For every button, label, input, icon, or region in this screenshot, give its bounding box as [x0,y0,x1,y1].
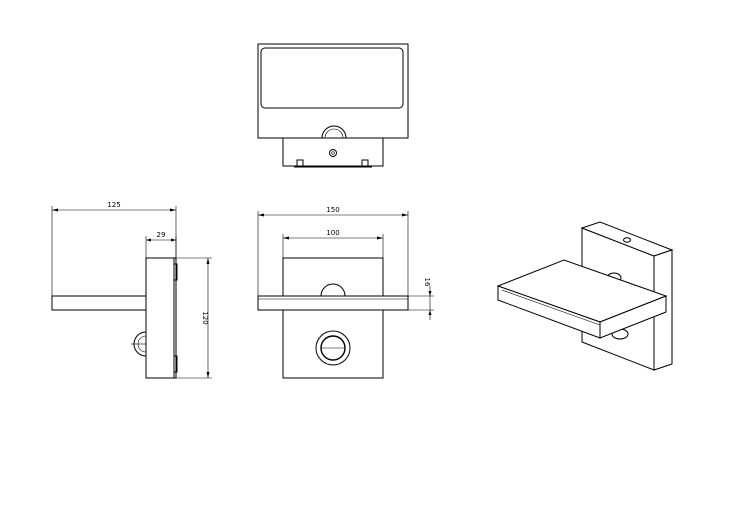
top-view-sensor-dome [321,125,347,139]
dim-120-arrow-bottom [206,372,210,378]
dim-29-arrow-right [171,238,176,242]
dim-16-arrow-bottom [428,310,432,315]
dim-125-arrow-right [170,208,176,212]
top-view-tab-right [361,159,369,166]
dim-16-arrow-top [428,291,432,296]
front-view-sensor-top [320,283,346,297]
dim-29-label: 29 [157,231,166,239]
iso-screw-hole [623,237,631,243]
top-view-panel-outer [257,43,409,139]
side-view-clip-bottom [173,355,178,373]
dim-16-label: 16 [423,278,431,287]
isometric-view [496,221,674,371]
front-view: 150 100 16 [257,206,434,379]
side-view-clip-top [173,263,178,281]
front-view-backplate [282,257,384,379]
dim-100-arrow-left [283,236,289,240]
iso-panel-side [599,295,667,339]
side-view: 125 29 120 [51,201,212,379]
top-view-sensor-ring [324,128,344,139]
dim-125-label: 125 [107,201,120,209]
top-view-bracket [282,137,384,167]
top-view [257,43,409,168]
side-view-backplate [145,257,177,379]
top-view-tab-left [296,159,304,166]
front-view-panel [257,295,409,311]
dim-120-arrow-top [206,258,210,264]
side-view-panel [51,295,147,311]
front-view-sensor-outer [315,330,351,366]
dim-150-arrow-right [402,213,408,217]
iso-panel-edge [501,289,601,326]
dim-120-label: 120 [201,311,209,324]
dim-125-arrow-left [52,208,58,212]
dim-100-arrow-right [377,236,383,240]
dim-150-label: 150 [326,206,339,214]
top-view-panel-inner [260,47,404,109]
top-view-screw-inner [331,151,335,155]
dim-100-label: 100 [326,229,339,237]
dim-29-arrow-left [146,238,151,242]
dim-150-arrow-left [258,213,264,217]
top-view-screw-outer [329,149,337,157]
